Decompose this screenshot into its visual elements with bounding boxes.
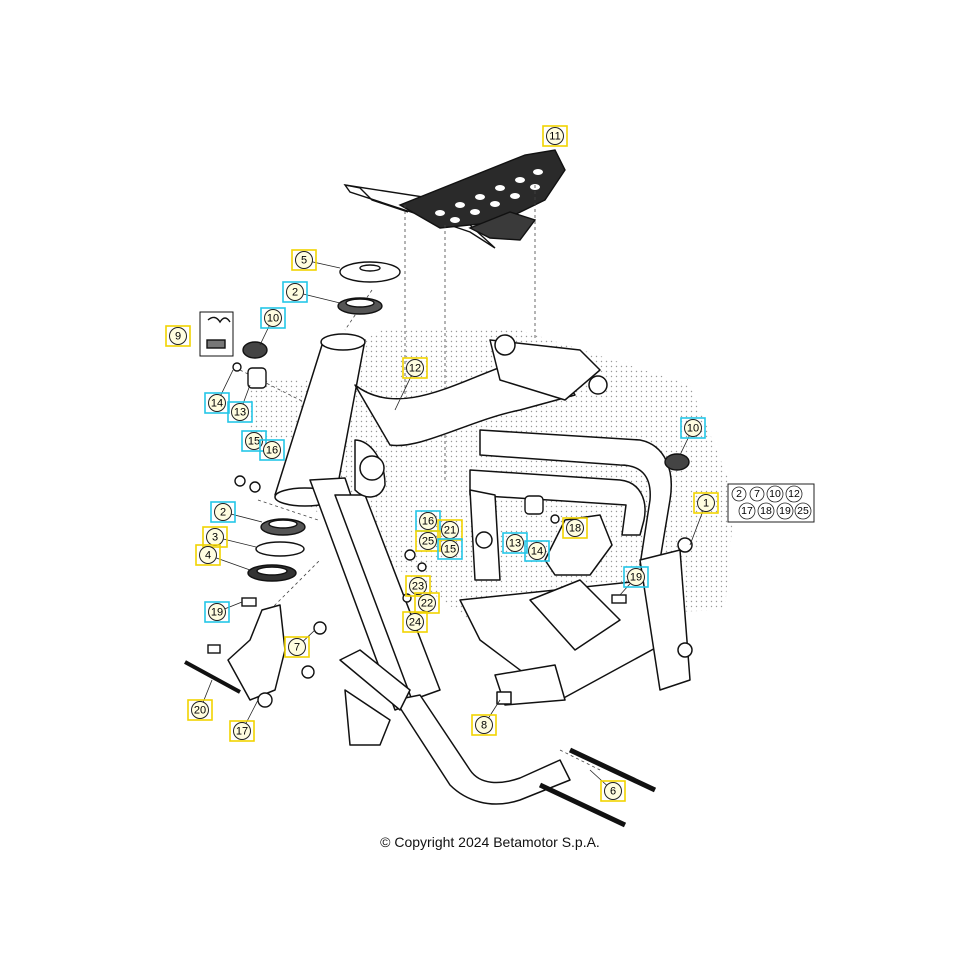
callout-label: 8 — [481, 720, 487, 732]
callout-15: 15 — [241, 430, 267, 452]
callout-10: 10 — [680, 417, 706, 439]
callout-17: 17 — [229, 720, 255, 742]
callout-18: 18 — [562, 517, 588, 539]
kit-label: 7 — [754, 488, 760, 500]
callout-label: 14 — [531, 546, 543, 558]
callout-label: 16 — [422, 516, 434, 528]
callout-label: 17 — [236, 726, 248, 738]
callout-label: 15 — [248, 436, 260, 448]
callout-15: 15 — [437, 538, 463, 560]
callout-1: 1 — [693, 492, 719, 514]
callout-label: 15 — [444, 544, 456, 556]
callout-25: 25 — [415, 530, 441, 552]
callout-label: 2 — [220, 507, 226, 519]
callout-label: 13 — [234, 407, 246, 419]
callout-16: 16 — [259, 439, 285, 461]
callout-label: 19 — [211, 607, 223, 619]
callout-label: 21 — [444, 525, 456, 537]
kit-label: 10 — [769, 488, 781, 500]
callout-10: 10 — [260, 307, 286, 329]
callout-label: 23 — [412, 581, 424, 593]
callout-13: 13 — [227, 401, 253, 423]
callout-label: 22 — [421, 598, 433, 610]
kit-box: 2 7 10 12 17 18 19 25 — [727, 483, 815, 523]
callout-label: 19 — [630, 572, 642, 584]
kit-label: 2 — [736, 488, 742, 500]
callout-label: 14 — [211, 398, 223, 410]
callout-label: 1 — [703, 498, 709, 510]
kit-label: 25 — [797, 505, 809, 517]
callout-4: 4 — [195, 544, 221, 566]
callout-7: 7 — [284, 636, 310, 658]
kit-label: 17 — [741, 505, 753, 517]
callout-label: 20 — [194, 705, 206, 717]
callout-label: 7 — [294, 642, 300, 654]
callout-16: 16 — [415, 510, 441, 532]
copyright-text: © Copyright 2024 Betamotor S.p.A. — [380, 834, 600, 850]
callout-24: 24 — [402, 611, 428, 633]
callout-label: 5 — [301, 255, 307, 267]
callout-label: 10 — [687, 423, 699, 435]
callout-14: 14 — [204, 392, 230, 414]
kit-label: 12 — [788, 488, 800, 500]
callout-label: 4 — [205, 550, 211, 562]
kit-label: 18 — [760, 505, 772, 517]
callout-19: 19 — [204, 601, 230, 623]
callout-label: 13 — [509, 538, 521, 550]
skid-plate-holes — [435, 169, 543, 223]
callout-label: 11 — [549, 131, 560, 143]
callout-label: 9 — [175, 331, 181, 343]
callout-label: 6 — [610, 786, 616, 798]
callout-12: 12 — [402, 357, 428, 379]
callout-label: 16 — [266, 445, 278, 457]
callout-5: 5 — [291, 249, 317, 271]
callout-label: 24 — [409, 617, 421, 629]
kit-label: 19 — [779, 505, 791, 517]
callout-19: 19 — [623, 566, 649, 588]
callout-6: 6 — [600, 780, 626, 802]
skid-plate — [343, 149, 566, 249]
callout-2: 2 — [282, 281, 308, 303]
callout-8: 8 — [471, 714, 497, 736]
callout-label: 3 — [212, 532, 218, 544]
callout-label: 2 — [292, 287, 298, 299]
callout-label: 10 — [267, 313, 279, 325]
callout-13: 13 — [502, 532, 528, 554]
callout-3: 3 — [202, 526, 228, 548]
callout-label: 18 — [569, 523, 581, 535]
hardware-parts — [184, 261, 690, 828]
callout-23: 23 — [405, 575, 431, 597]
callout-14: 14 — [524, 540, 550, 562]
callout-9: 9 — [165, 325, 191, 347]
callout-2: 2 — [210, 501, 236, 523]
callout-label: 25 — [422, 536, 434, 548]
callout-11: 11 — [542, 125, 568, 147]
callout-label: 12 — [409, 363, 421, 375]
callout-20: 20 — [187, 699, 213, 721]
motorcycle-frame — [227, 333, 693, 805]
